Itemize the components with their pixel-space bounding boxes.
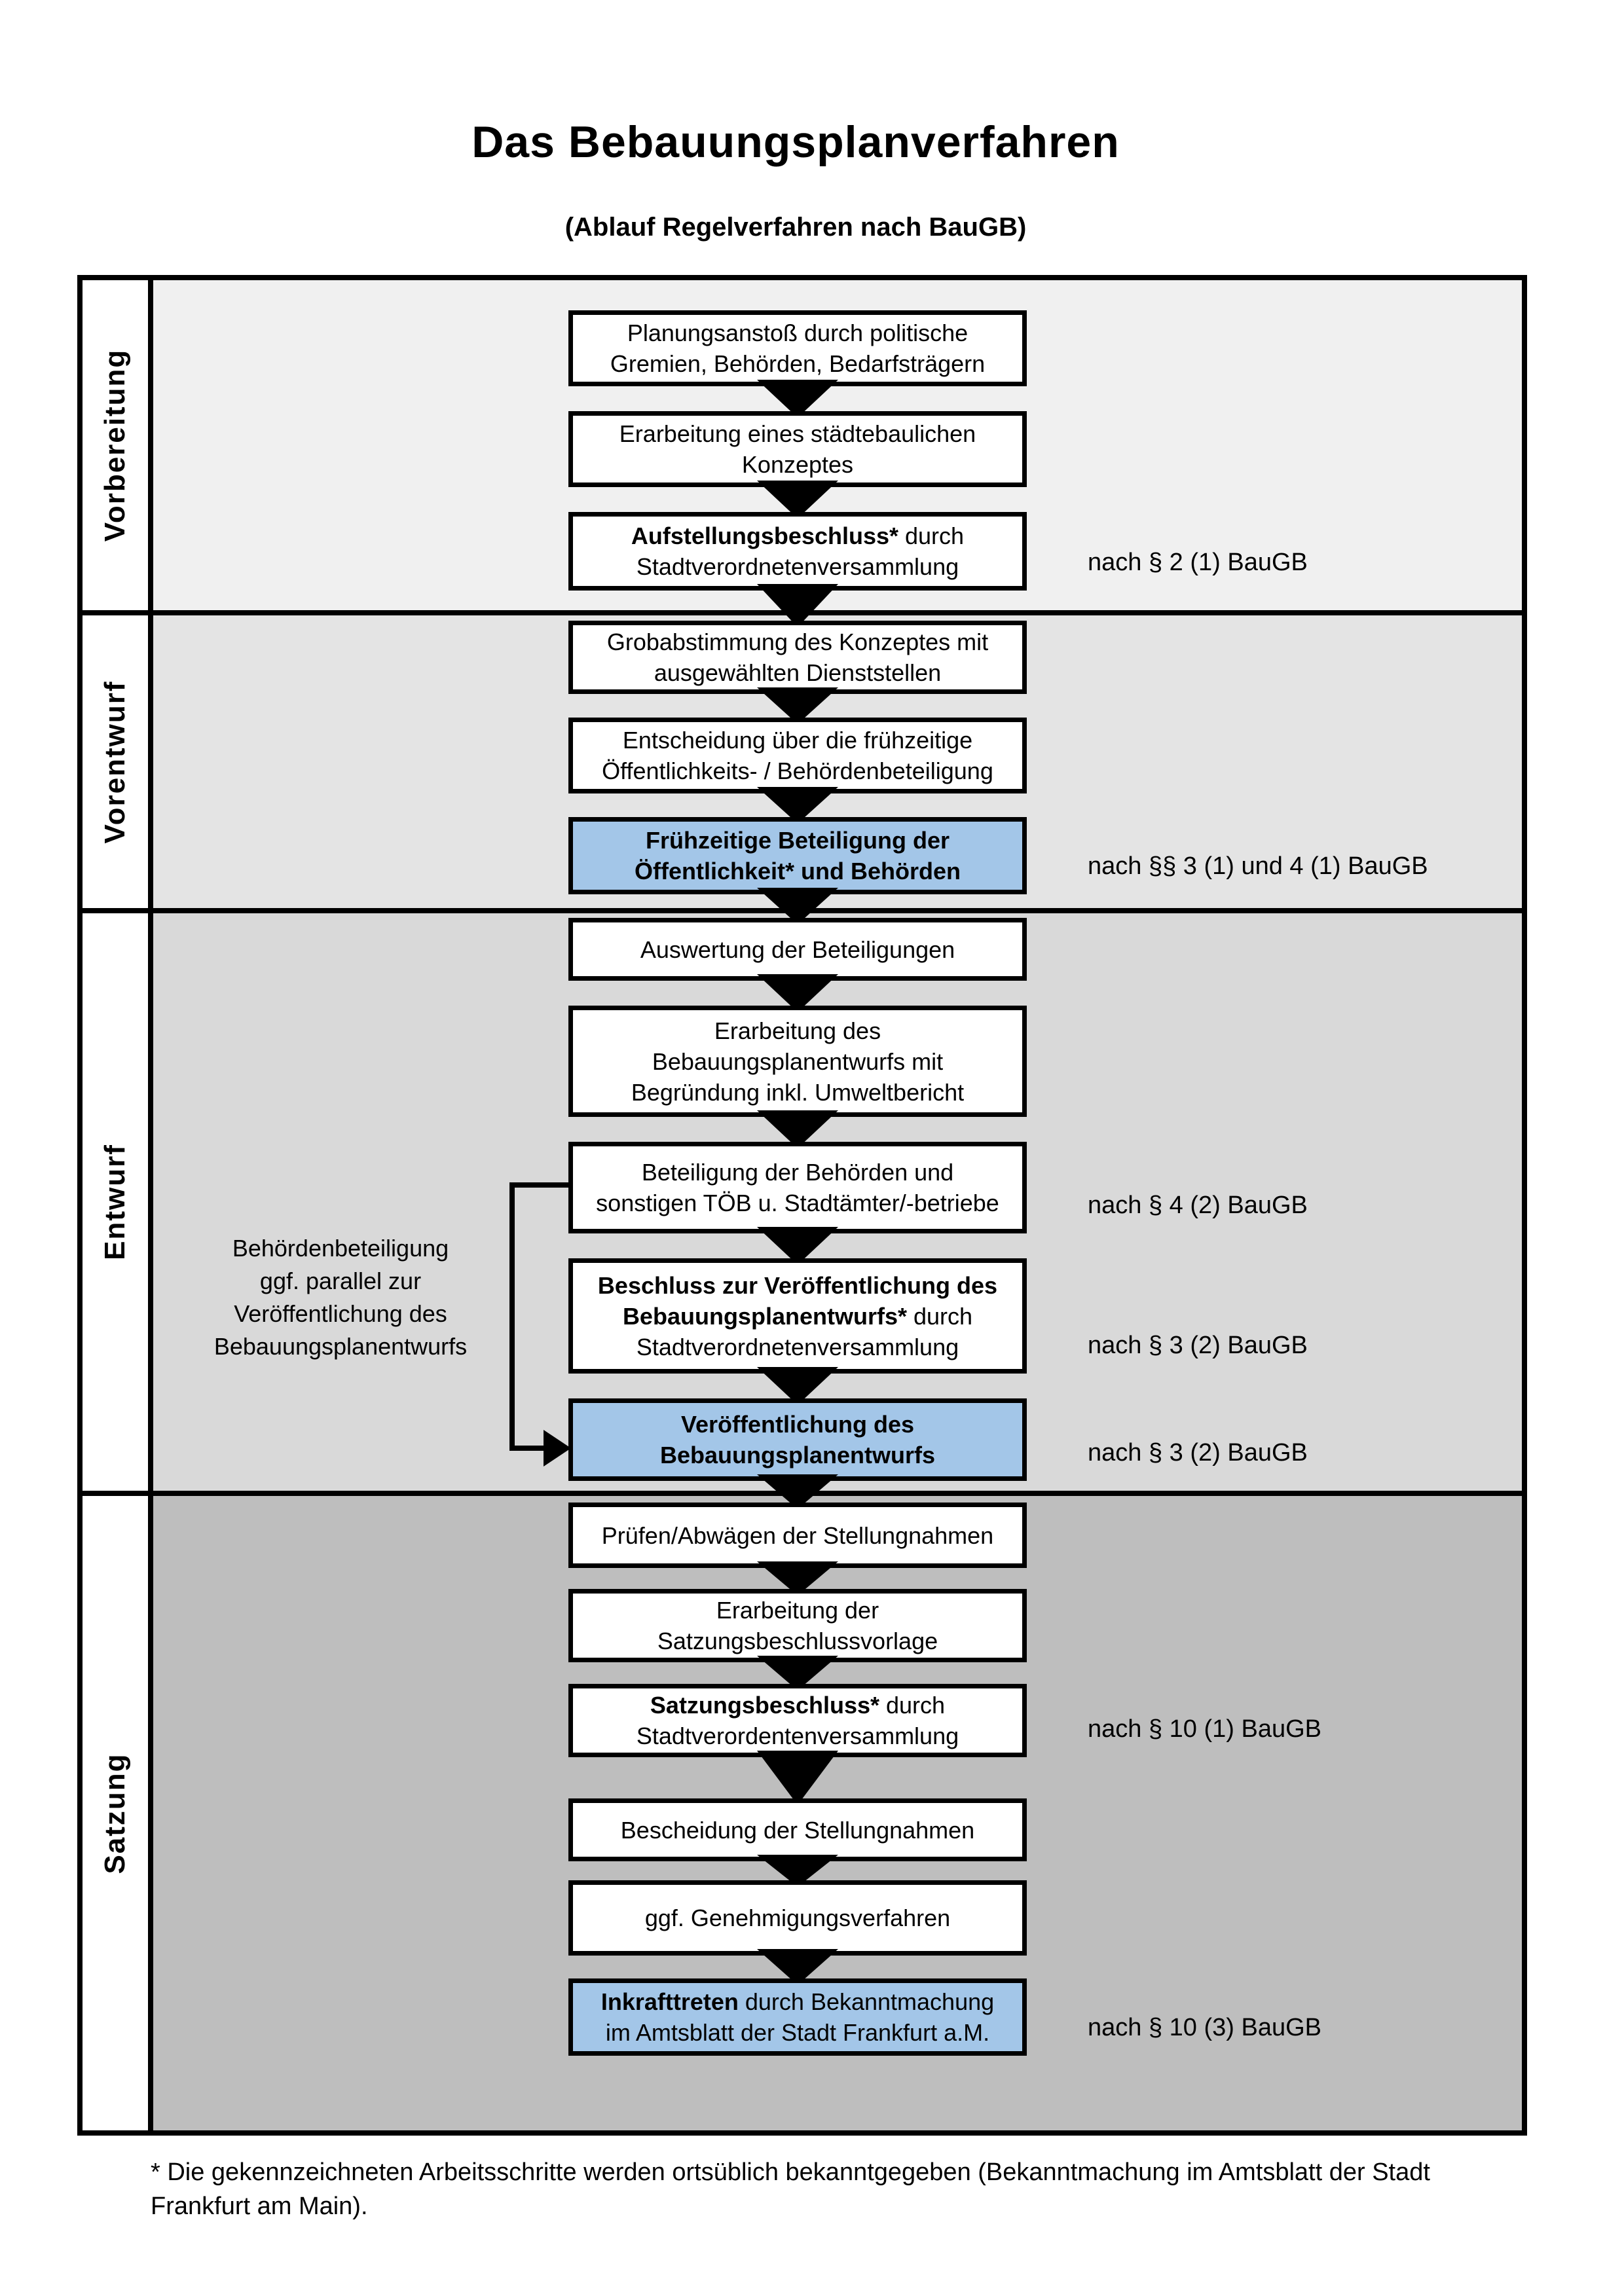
- step-text: Bescheidung der Stellungnahmen: [621, 1815, 974, 1846]
- step-text-normal: Bescheidung der Stellungnahmen: [620, 1816, 975, 1844]
- page-subtitle: (Ablauf Regelverfahren nach BauGB): [564, 213, 1027, 242]
- flow-step: Prüfen/Abwägen der Stellungnahmen: [568, 1503, 1027, 1568]
- step-text: Planungsanstoß durch politische Gremien,…: [610, 318, 985, 379]
- connector-line-top: [509, 1182, 570, 1188]
- step-text: Beschluss zur Veröffentlichung des Bebau…: [598, 1270, 997, 1362]
- flow-step-highlight: Veröffentlichung des Bebauungsplanentwur…: [568, 1398, 1308, 1481]
- phase-label-cell: Entwurf: [83, 913, 153, 1491]
- step-text: Satzungsbeschluss* durch Stadtverordente…: [637, 1690, 959, 1751]
- legal-reference: nach § 3 (2) BauGB: [1088, 1332, 1308, 1359]
- step-text-normal: durch Stadtverordnetenversammlung: [636, 522, 965, 580]
- side-note-parallel-process: Behördenbeteiligung ggf. parallel zur Ve…: [213, 1235, 468, 1360]
- footnote: * Die gekennzeichneten Arbeitsschritte w…: [151, 2159, 1430, 2220]
- phase-label-vorentwurf: Vorentwurf: [99, 680, 131, 843]
- step-text-normal: durch Stadtverordnetenversammlung: [636, 1302, 973, 1360]
- phase-label-cell: Satzung: [83, 1496, 153, 2130]
- step-text-normal: durch Stadtverordentenversammlung: [636, 1692, 959, 1749]
- step-text-normal: durch Bekanntmachung im Amtsblatt der St…: [605, 1988, 995, 2046]
- step-text-normal: Erarbeitung der Satzungsbeschlussvorlage: [657, 1597, 938, 1654]
- step-text-bold: Inkrafttreten: [600, 1988, 739, 2015]
- legal-reference: nach §§ 3 (1) und 4 (1) BauGB: [1088, 852, 1428, 880]
- step-text-bold: Frühzeitige Beteiligung der Öffentlichke…: [634, 827, 961, 884]
- flow-step: Aufstellungsbeschluss* durch Stadtverord…: [568, 512, 1308, 591]
- flow-step-highlight: Inkrafttreten durch Bekanntmachung im Am…: [568, 1978, 1321, 2056]
- step-text-normal: Erarbeitung eines städtebaulichen Konzep…: [619, 420, 976, 478]
- step-text-bold: Aufstellungsbeschluss*: [631, 522, 899, 549]
- step-text: Entscheidung über die frühzeitige Öffent…: [602, 725, 993, 786]
- flow-arrow-down-icon: [757, 1751, 838, 1805]
- step-text-bold: Beschluss zur Veröffentlichung des Bebau…: [597, 1271, 998, 1330]
- step-text: Frühzeitige Beteiligung der Öffentlichke…: [635, 825, 961, 886]
- flow-step: Bescheidung der Stellungnahmen: [568, 1798, 1027, 1861]
- flow-step: Beschluss zur Veröffentlichung des Bebau…: [568, 1258, 1308, 1374]
- step-text: Erarbeitung eines städtebaulichen Konzep…: [619, 418, 976, 480]
- step-text: Erarbeitung des Bebauungsplanentwurfs mi…: [631, 1015, 964, 1108]
- step-text-normal: Planungsanstoß durch politische Gremien,…: [610, 319, 986, 377]
- phase-label-vorbereitung: Vorbereitung: [99, 348, 131, 542]
- legal-reference: nach § 4 (2) BauGB: [1088, 1192, 1308, 1219]
- step-text: Aufstellungsbeschluss* durch Stadtverord…: [631, 520, 964, 582]
- flow-step: Erarbeitung der Satzungsbeschlussvorlage: [568, 1589, 1027, 1662]
- step-text: Beteiligung der Behörden und sonstigen T…: [596, 1157, 999, 1218]
- step-text-normal: Entscheidung über die frühzeitige Öffent…: [602, 727, 993, 784]
- flow-step: Erarbeitung des Bebauungsplanentwurfs mi…: [568, 1006, 1027, 1117]
- step-text-normal: Prüfen/Abwägen der Stellungnahmen: [601, 1522, 994, 1549]
- step-text: Erarbeitung der Satzungsbeschlussvorlage: [657, 1595, 938, 1656]
- flow-step: Auswertung der Beteiligungen: [568, 918, 1027, 981]
- legal-reference: nach § 10 (3) BauGB: [1088, 2014, 1321, 2041]
- flow-step: ggf. Genehmigungsverfahren: [568, 1880, 1027, 1956]
- page-title: Das Bebauungsplanverfahren: [471, 117, 1120, 167]
- flow-step: Grobabstimmung des Konzeptes mit ausgewä…: [568, 621, 1027, 694]
- flow-step: Beteiligung der Behörden und sonstigen T…: [568, 1142, 1308, 1233]
- step-text: Inkrafttreten durch Bekanntmachung im Am…: [601, 1986, 994, 2048]
- flow-arrow-down-icon: [757, 584, 838, 627]
- phase-label-cell: Vorentwurf: [83, 615, 153, 908]
- step-text: Veröffentlichung des Bebauungsplanentwur…: [660, 1409, 935, 1470]
- legal-reference: nach § 10 (1) BauGB: [1088, 1715, 1321, 1743]
- step-text-normal: ggf. Genehmigungsverfahren: [644, 1904, 951, 1931]
- step-text-bold: Satzungsbeschluss*: [650, 1692, 880, 1719]
- flow-step: Planungsanstoß durch politische Gremien,…: [568, 310, 1027, 386]
- step-text-normal: Erarbeitung des Bebauungsplanentwurfs mi…: [631, 1017, 965, 1106]
- phase-label-satzung: Satzung: [99, 1752, 131, 1874]
- step-text-normal: Grobabstimmung des Konzeptes mit ausgewä…: [606, 629, 989, 686]
- flow-step-highlight: Frühzeitige Beteiligung der Öffentlichke…: [568, 817, 1428, 894]
- connector-arrowhead-icon: [544, 1430, 571, 1467]
- step-text: Grobabstimmung des Konzeptes mit ausgewä…: [607, 627, 988, 688]
- connector-line-vertical: [509, 1182, 515, 1451]
- flow-step: Entscheidung über die frühzeitige Öffent…: [568, 718, 1027, 793]
- connector-line-bottom: [509, 1446, 546, 1451]
- flow-step: Satzungsbeschluss* durch Stadtverordente…: [568, 1684, 1321, 1757]
- step-text: Auswertung der Beteiligungen: [640, 934, 955, 965]
- phase-label-entwurf: Entwurf: [99, 1144, 131, 1260]
- phase-label-cell: Vorbereitung: [83, 280, 153, 610]
- legal-reference: nach § 3 (2) BauGB: [1088, 1439, 1308, 1467]
- step-text-bold: Veröffentlichung des Bebauungsplanentwur…: [659, 1411, 936, 1468]
- step-text: Prüfen/Abwägen der Stellungnahmen: [602, 1520, 993, 1551]
- legal-reference: nach § 2 (1) BauGB: [1088, 549, 1308, 576]
- flow-step: Erarbeitung eines städtebaulichen Konzep…: [568, 411, 1027, 487]
- step-text-normal: Auswertung der Beteiligungen: [640, 936, 955, 963]
- step-text: ggf. Genehmigungsverfahren: [645, 1903, 950, 1933]
- process-frame: [77, 275, 1527, 2136]
- step-text-normal: Beteiligung der Behörden und sonstigen T…: [596, 1159, 999, 1216]
